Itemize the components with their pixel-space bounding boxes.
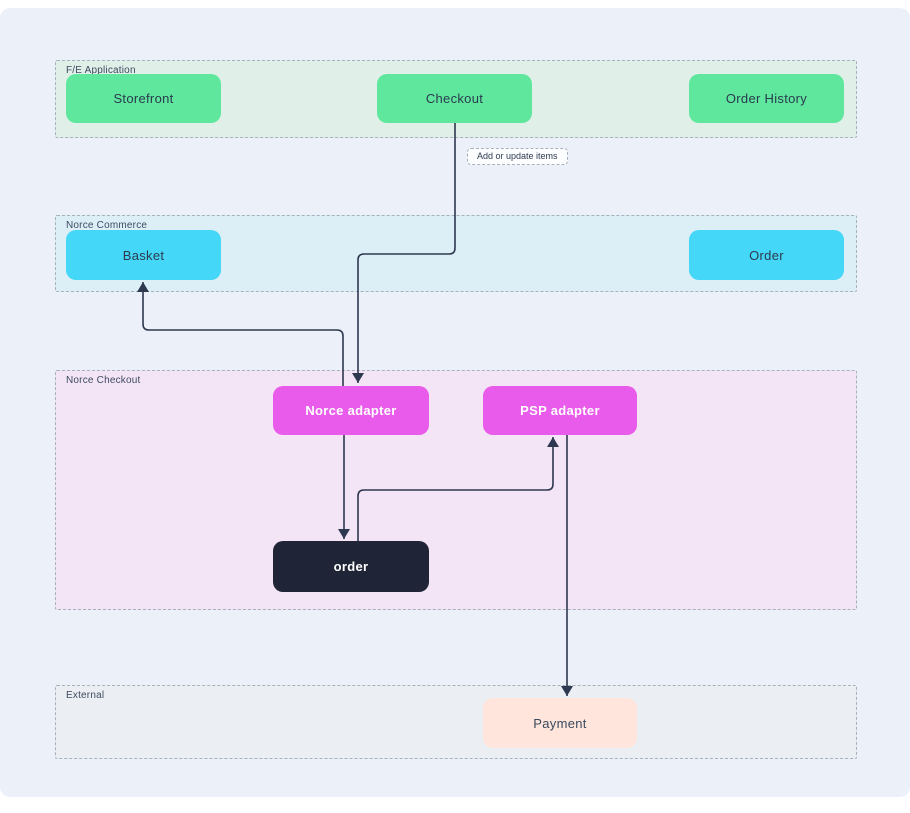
node-order-history-label: Order History — [725, 91, 808, 106]
node-psp-adapter: PSP adapter — [483, 386, 637, 435]
node-order-history: Order History — [689, 74, 844, 123]
section-external-label: External — [66, 690, 105, 701]
node-checkout: Checkout — [377, 74, 532, 123]
node-order-record-label: order — [333, 559, 369, 574]
node-psp-adapter-label: PSP adapter — [520, 403, 600, 418]
node-order-record: order — [273, 541, 429, 592]
node-payment-label: Payment — [533, 715, 587, 731]
section-norce-checkout: Norce Checkout — [55, 370, 857, 610]
diagram-canvas: F/E Application Norce Commerce Norce Che… — [0, 8, 910, 797]
node-order: Order — [689, 230, 844, 280]
edge-label-add-or-update-items: Add or update items — [467, 148, 568, 165]
node-order-label: Order — [749, 247, 784, 263]
section-norce-checkout-label: Norce Checkout — [66, 375, 141, 386]
node-norce-adapter: Norce adapter — [273, 386, 429, 435]
node-basket-label: Basket — [122, 247, 165, 263]
node-norce-adapter-label: Norce adapter — [305, 403, 397, 418]
node-payment: Payment — [483, 698, 637, 748]
section-fe-application-label: F/E Application — [66, 65, 136, 76]
node-storefront: Storefront — [66, 74, 221, 123]
section-norce-commerce-label: Norce Commerce — [66, 220, 148, 231]
node-checkout-label: Checkout — [425, 91, 484, 106]
node-basket: Basket — [66, 230, 221, 280]
node-storefront-label: Storefront — [113, 91, 174, 106]
section-external: External — [55, 685, 857, 759]
